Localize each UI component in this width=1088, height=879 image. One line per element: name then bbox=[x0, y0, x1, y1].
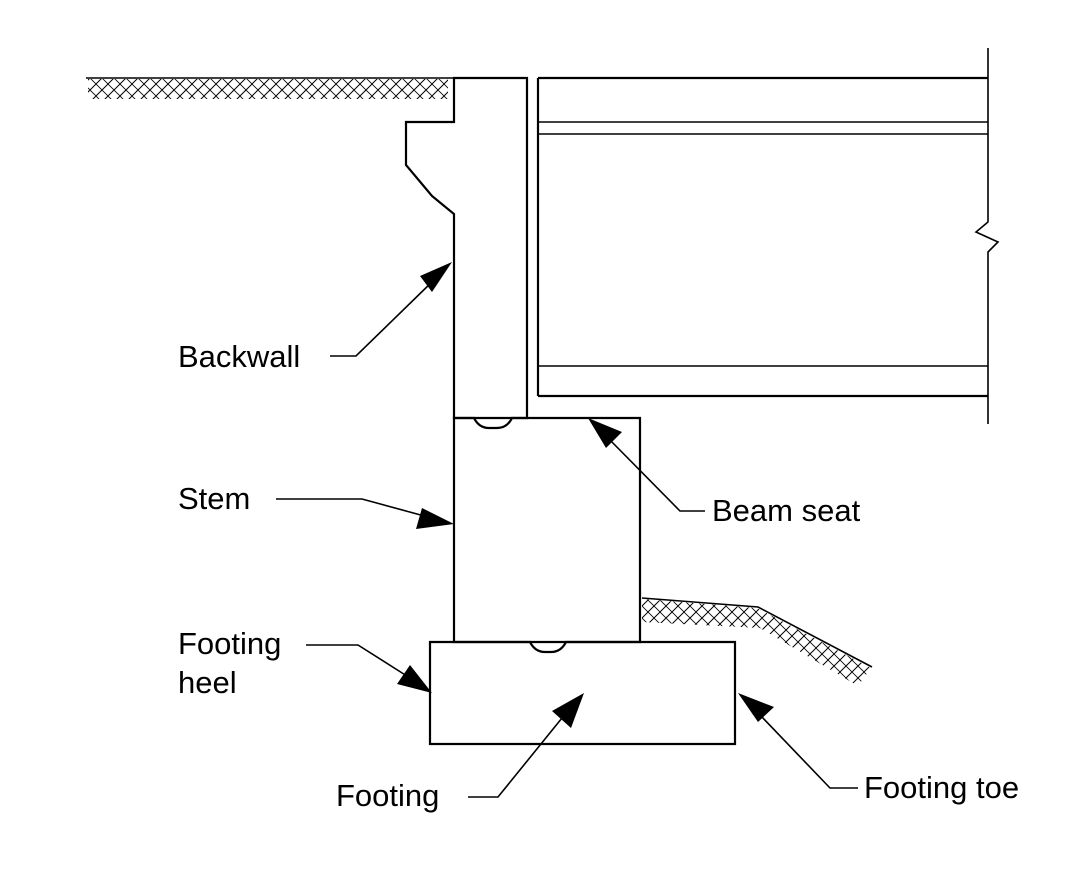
girder bbox=[536, 76, 988, 398]
footing-heel-label-line1: Footing bbox=[178, 626, 281, 661]
beam-seat-label: Beam seat bbox=[712, 493, 861, 528]
backfill-ground bbox=[86, 77, 454, 99]
stem-leader bbox=[276, 498, 454, 529]
footing-toe-leader bbox=[738, 693, 858, 789]
footing-heel-leader bbox=[306, 644, 432, 693]
front-slope-ground bbox=[641, 597, 873, 686]
stem bbox=[452, 416, 642, 644]
footing-leader bbox=[468, 693, 584, 798]
backwall bbox=[404, 76, 529, 420]
stem-label: Stem bbox=[178, 481, 250, 516]
backwall-label: Backwall bbox=[178, 339, 300, 374]
break-line bbox=[974, 48, 1000, 424]
footing-label: Footing bbox=[336, 778, 439, 813]
footing-heel-label-line2: heel bbox=[178, 665, 237, 700]
beam-seat-leader bbox=[588, 418, 705, 512]
footing-toe-label: Footing toe bbox=[864, 770, 1019, 805]
footing bbox=[428, 640, 737, 746]
backwall-leader bbox=[330, 262, 452, 357]
